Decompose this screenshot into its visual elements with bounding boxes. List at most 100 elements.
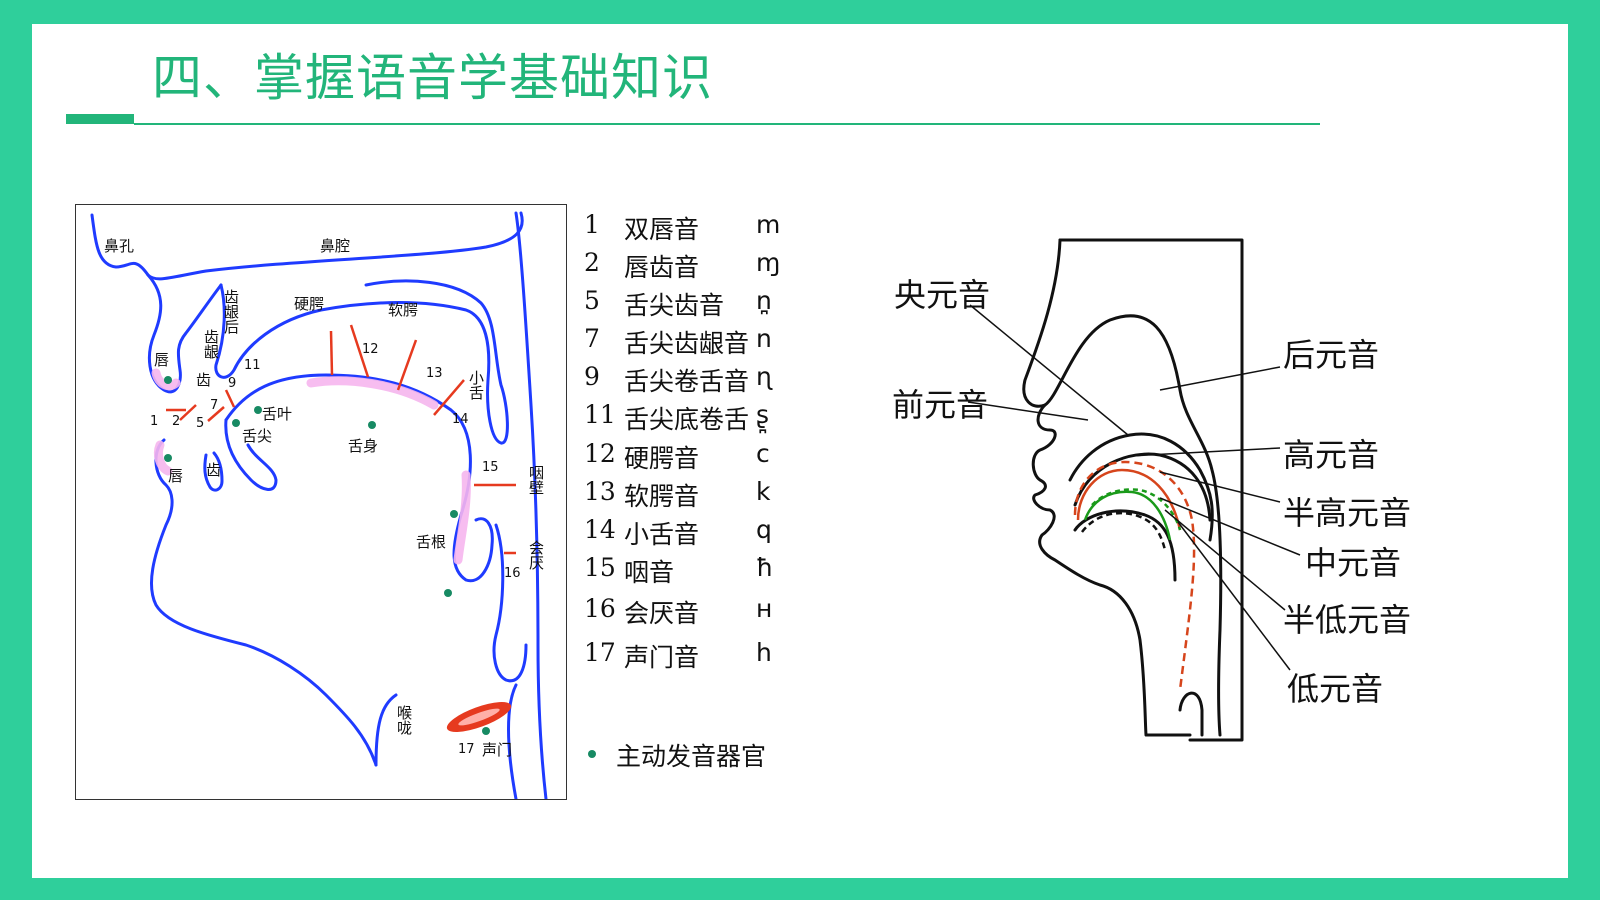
label-front-vowel: 前元音 — [892, 386, 989, 424]
nasal-cavity-outline — [90, 211, 524, 281]
vowel-frame-outline — [1058, 238, 1244, 742]
tongue-body-highlight — [306, 376, 439, 410]
vowel-diagram — [967, 238, 1301, 742]
label-mid-low-vowel: 半低元音 — [1283, 601, 1412, 639]
label-lip-upper: 唇 — [154, 351, 169, 369]
num-7: 7 — [210, 398, 218, 413]
active-organ-label: 主动发音器官 — [616, 742, 767, 771]
mid-low-vowel-curve — [1076, 468, 1182, 531]
palate-outline — [214, 279, 509, 445]
tongue-outline — [1073, 509, 1177, 582]
label-teeth-upper: 齿 — [196, 371, 211, 389]
vocal-tract-svg: 鼻孔 鼻腔 硬腭 软腭 唇 齿 舌叶 舌尖 舌身 唇 齿 舌根 声门 齿龈后 齿… — [90, 211, 548, 801]
label-hard-palate: 硬腭 — [294, 295, 324, 313]
label-mid-vowel: 中元音 — [1305, 544, 1402, 582]
glottis-highlight — [458, 708, 500, 726]
label-glottis: 声门 — [482, 741, 512, 759]
label-alveolar: 齿龈 — [202, 329, 220, 359]
active-dot-tongue-tip — [232, 419, 240, 427]
label-high-vowel: 高元音 — [1283, 436, 1380, 474]
label-tongue-tip: 舌尖 — [242, 427, 272, 445]
label-larynx: 喉咙 — [395, 705, 413, 736]
num-15: 15 — [482, 460, 499, 475]
oral-roof-outline — [1068, 432, 1214, 542]
active-dot-tongue-root — [450, 510, 458, 518]
lower-teeth-outline — [203, 451, 224, 492]
place-line-12 — [329, 330, 334, 376]
low-vowel-curve — [1073, 460, 1196, 691]
larynx-back-outline — [507, 683, 518, 801]
place-line-5 — [207, 406, 225, 422]
label-teeth-lower: 齿 — [206, 461, 221, 479]
label-nasal-cavity: 鼻腔 — [320, 237, 350, 255]
lower-jaw-outline — [149, 438, 378, 767]
label-uvula: 小舌 — [467, 370, 485, 400]
label-nostril: 鼻孔 — [104, 237, 134, 255]
epiglottis-outline — [492, 523, 528, 683]
num-13: 13 — [426, 366, 443, 381]
num-1: 1 — [150, 414, 158, 429]
active-dot-lower-lip — [164, 454, 172, 462]
page-title: 四、掌握语音学基础知识 — [152, 49, 713, 107]
label-tongue-body: 舌身 — [348, 437, 378, 455]
label-back-vowel: 后元音 — [1283, 336, 1380, 374]
high-vowel-curve — [1081, 511, 1167, 551]
pointer-back — [1159, 366, 1281, 391]
pharynx-wall-outline — [514, 211, 548, 801]
mid-vowel-curve — [1083, 490, 1172, 541]
label-lip-lower: 唇 — [168, 467, 183, 485]
label-alveolar-back: 齿龈后 — [222, 289, 240, 334]
vocal-tract-diagram: 鼻孔 鼻腔 硬腭 软腭 唇 齿 舌叶 舌尖 舌身 唇 齿 舌根 声门 齿龈后 齿… — [75, 204, 567, 801]
place-line-12b — [349, 324, 370, 378]
pointer-mid-low — [1164, 509, 1286, 611]
label-central-vowel: 央元音 — [894, 276, 991, 314]
pointer-mid — [1159, 497, 1301, 556]
face-profile-outline — [1031, 403, 1192, 737]
num-14: 14 — [452, 412, 469, 427]
label-tongue-root: 舌根 — [416, 533, 446, 551]
lower-lip-highlight — [153, 440, 173, 476]
active-dot-tongue-body — [368, 421, 376, 429]
upper-lip-outline — [146, 273, 223, 394]
upper-lip-highlight — [151, 368, 181, 391]
num-17: 17 — [458, 742, 475, 757]
num-12: 12 — [362, 342, 379, 357]
label-soft-palate: 软腭 — [388, 301, 418, 319]
active-dot-epiglottis — [444, 589, 452, 597]
num-2: 2 — [172, 414, 180, 429]
num-11: 11 — [244, 358, 261, 373]
num-16: 16 — [504, 566, 521, 581]
pointer-high — [1129, 447, 1281, 457]
place-line-14 — [433, 379, 465, 416]
active-organ-marker — [588, 750, 596, 758]
title-rule-accent — [66, 114, 134, 124]
tongue-root-highlight — [453, 470, 471, 565]
label-tongue-blade: 舌叶 — [262, 405, 292, 423]
label-epiglottis: 会厌 — [527, 540, 545, 570]
place-line-9 — [224, 389, 236, 408]
larynx-outline — [1178, 691, 1204, 737]
place-line-13 — [396, 339, 418, 391]
label-pharynx-wall: 咽壁 — [527, 465, 545, 495]
larynx-front-outline — [374, 693, 398, 767]
active-dot-tongue-blade — [254, 406, 262, 414]
place-line-2 — [179, 404, 197, 421]
pointer-mid-high — [1159, 471, 1281, 503]
label-mid-high-vowel: 半高元音 — [1283, 494, 1412, 532]
pointer-front — [967, 401, 1089, 421]
label-low-vowel: 低元音 — [1287, 670, 1384, 708]
mid-high-vowel-curve — [1091, 488, 1182, 531]
active-dot-glottis — [482, 727, 490, 735]
